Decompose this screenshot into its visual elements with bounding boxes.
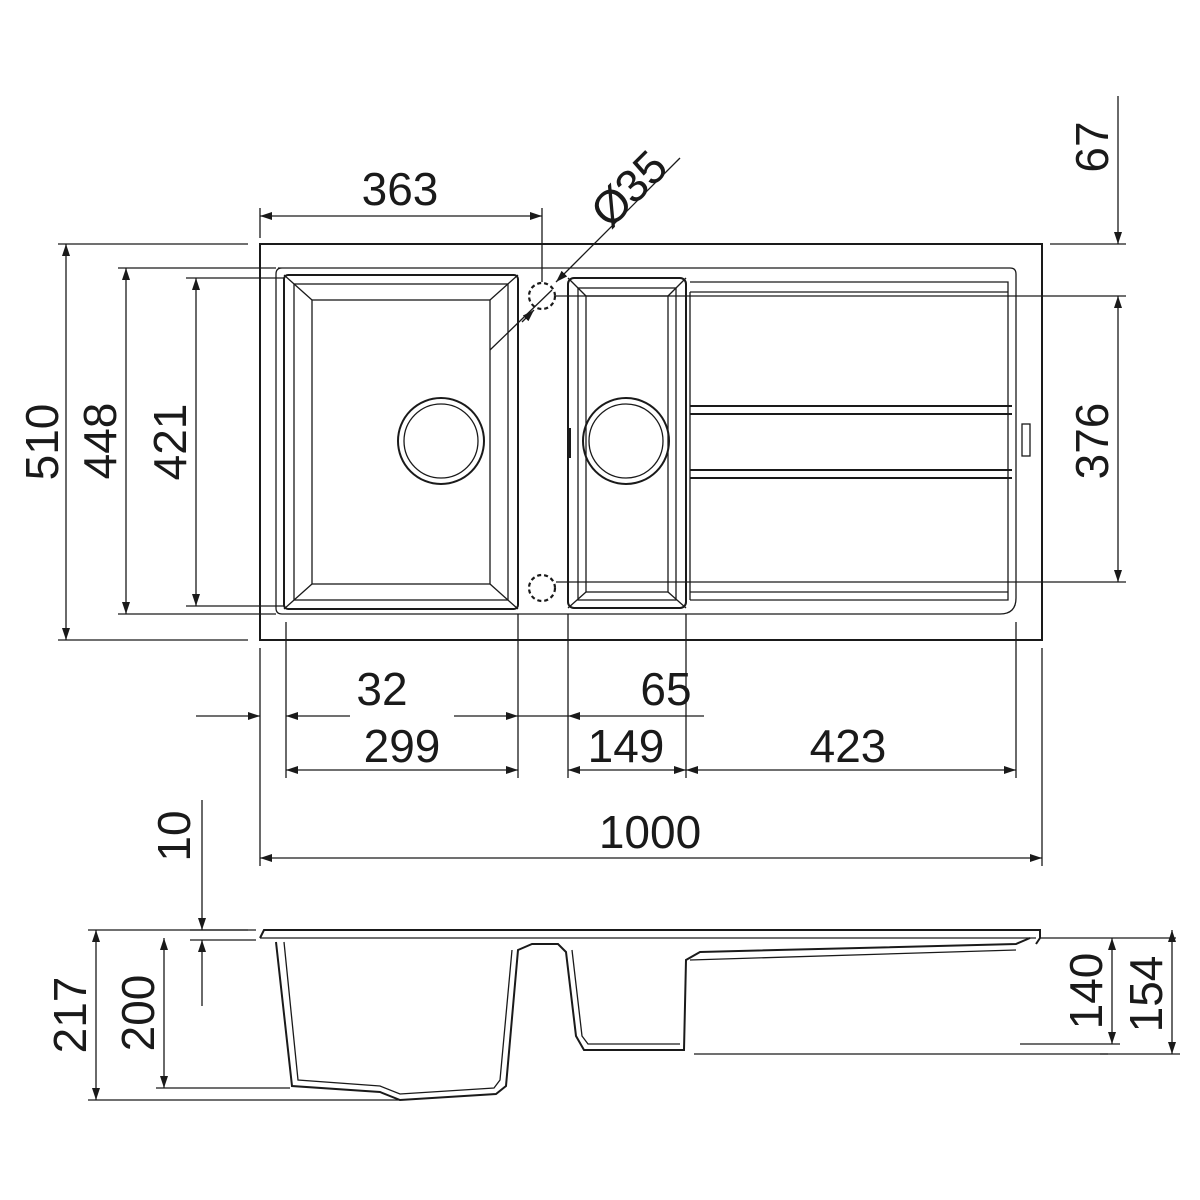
plan-dimensions: 363 Ø 35 67 376 510 448 421 bbox=[16, 96, 1126, 866]
drainer bbox=[689, 281, 1031, 601]
section-dimensions: 10 217 200 140 154 bbox=[44, 800, 1180, 1101]
main-bowl bbox=[283, 274, 519, 610]
sink-rim bbox=[275, 267, 1017, 615]
main-bowl-section bbox=[275, 937, 1031, 1102]
dim-overall-depth: 510 bbox=[16, 404, 68, 481]
dim-hole-spacing: 376 bbox=[1066, 403, 1118, 480]
dim-inner-depth: 448 bbox=[74, 403, 126, 480]
tap-hole-bottom bbox=[527, 573, 557, 603]
small-bowl-drain bbox=[582, 397, 670, 485]
dim-rim-height: 10 bbox=[148, 810, 200, 861]
sink-outline bbox=[259, 243, 1043, 641]
plan-view bbox=[259, 243, 1043, 641]
dim-clearance-top: 67 bbox=[1066, 121, 1118, 172]
dim-main-bowl-width: 299 bbox=[364, 720, 441, 772]
dim-overall-height: 217 bbox=[44, 977, 96, 1054]
dim-bowl-depth: 421 bbox=[144, 404, 196, 481]
dim-offset-left: 32 bbox=[356, 663, 407, 715]
dim-overall-width: 1000 bbox=[599, 806, 701, 858]
small-bowl bbox=[567, 277, 687, 609]
dim-main-bowl-height: 200 bbox=[112, 975, 164, 1052]
overflow-slot bbox=[1021, 423, 1031, 457]
tap-hole-top bbox=[527, 281, 557, 311]
section-view bbox=[259, 929, 1108, 1102]
dim-bowl-width: 363 bbox=[362, 163, 439, 215]
dim-small-bowl-width: 149 bbox=[588, 720, 665, 772]
dim-offset-right: 65 bbox=[640, 663, 691, 715]
dim-small-bowl-height: 140 bbox=[1060, 953, 1112, 1030]
dim-drainer-width: 423 bbox=[810, 720, 887, 772]
main-bowl-drain bbox=[397, 397, 485, 485]
dim-small-overall-height: 154 bbox=[1120, 956, 1172, 1033]
